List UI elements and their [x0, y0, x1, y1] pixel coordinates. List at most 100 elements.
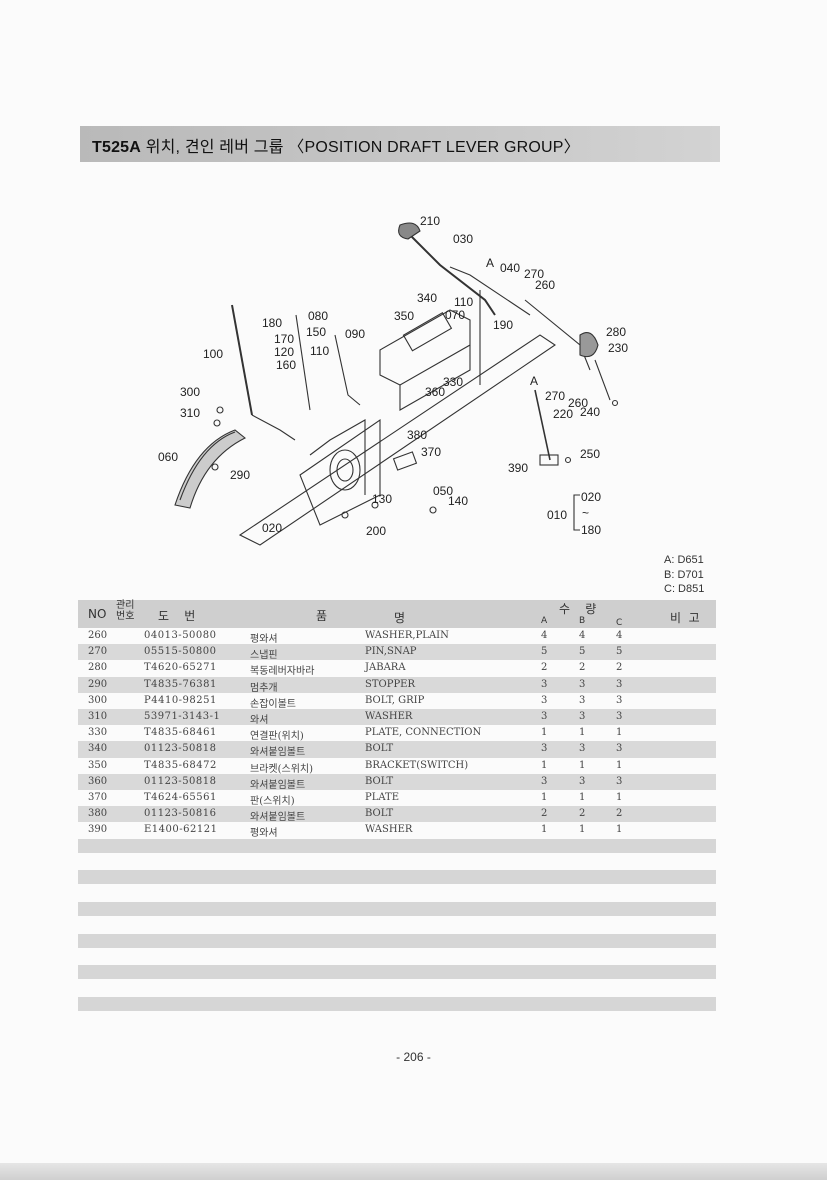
svg-text:030: 030 — [453, 232, 473, 246]
cell-b: 3 — [579, 775, 586, 787]
cell-b: 3 — [579, 743, 586, 755]
header-mgmt: 관리 번호 — [116, 600, 135, 622]
svg-text:270: 270 — [524, 267, 544, 281]
cell-part: T4835-68472 — [144, 759, 217, 771]
empty-row — [78, 902, 716, 916]
svg-text:230: 230 — [608, 341, 628, 355]
header-qb: B — [579, 616, 586, 626]
cell-a: 4 — [541, 630, 548, 641]
page-title: T525A 위치, 견인 레버 그룹 〈POSITION DRAFT LEVER… — [92, 133, 580, 157]
svg-text:100: 100 — [203, 347, 223, 361]
title-text: 위치, 견인 레버 그룹 〈POSITION DRAFT LEVER GROUP… — [145, 139, 580, 156]
legend-item: B: D701 — [664, 568, 704, 581]
cell-no: 260 — [88, 630, 108, 641]
cell-a: 1 — [541, 727, 548, 739]
empty-row — [78, 839, 716, 853]
cell-a: 3 — [541, 694, 548, 706]
svg-text:020: 020 — [262, 521, 282, 535]
cell-en: STOPPER — [365, 678, 416, 690]
cell-c: 1 — [616, 824, 623, 836]
svg-text:A: A — [530, 374, 538, 388]
cell-c: 3 — [616, 743, 623, 755]
cell-b: 1 — [579, 759, 586, 771]
cell-a: 5 — [541, 646, 548, 658]
cell-c: 2 — [616, 808, 623, 820]
header-qa: A — [541, 616, 548, 626]
cell-no: 380 — [88, 808, 108, 820]
page-number: - 206 - — [396, 1050, 431, 1064]
cell-part: T4835-68461 — [144, 727, 217, 739]
header-no: NO — [88, 607, 107, 621]
svg-text:~: ~ — [582, 506, 589, 520]
cell-c: 4 — [616, 630, 623, 641]
cell-part: 01123-50818 — [144, 775, 217, 787]
cell-kr: 와셔 — [250, 714, 269, 726]
cell-no: 300 — [88, 694, 108, 706]
cell-part: T4624-65561 — [144, 791, 217, 803]
title-code: T525A — [92, 139, 142, 156]
svg-text:140: 140 — [448, 494, 468, 508]
cell-no: 270 — [88, 646, 108, 658]
svg-text:240: 240 — [580, 405, 600, 419]
diagram-callouts: 210 030 A 040 270 260 340 110 070 350 19… — [158, 214, 628, 538]
cell-c: 3 — [616, 694, 623, 706]
svg-text:210: 210 — [420, 214, 440, 228]
cell-en: PIN,SNAP — [365, 646, 417, 658]
cell-en: WASHER — [365, 824, 413, 836]
legend-item: C: D851 — [664, 583, 705, 595]
model-legend: A: D651 B: D701 C: D851 — [664, 553, 704, 597]
cell-b: 1 — [579, 727, 586, 739]
svg-text:200: 200 — [366, 524, 386, 538]
cell-kr: 브라켓(스위치) — [250, 763, 314, 775]
cell-no: 360 — [88, 775, 108, 787]
cell-a: 2 — [541, 662, 548, 674]
cell-kr: 손잡이볼트 — [250, 698, 296, 710]
empty-row — [78, 870, 716, 884]
cell-b: 1 — [579, 824, 586, 836]
cell-c: 1 — [616, 727, 623, 739]
cell-part: T4620-65271 — [144, 662, 217, 674]
cell-c: 3 — [616, 678, 623, 690]
svg-text:A: A — [486, 256, 494, 270]
cell-part: 04013-50080 — [144, 630, 217, 641]
cell-kr: 스냅핀 — [250, 650, 278, 662]
table-header: NO 관리 번호 도 번 품 명 수 량 A B C 비 고 — [78, 600, 716, 628]
cell-en: BOLT — [365, 775, 394, 787]
header-name-kr: 품 — [316, 609, 328, 623]
cell-kr: 연결판(위치) — [250, 731, 304, 743]
cell-en: BOLT, GRIP — [365, 694, 425, 706]
cell-kr: 판(스위치) — [250, 795, 295, 807]
cell-part: 05515-50800 — [144, 646, 217, 658]
legend-item: A: D651 — [664, 554, 704, 566]
cell-kr: 와셔붙임볼트 — [250, 747, 306, 759]
svg-text:130: 130 — [372, 492, 392, 506]
header-name-en: 명 — [394, 611, 406, 625]
svg-text:060: 060 — [158, 450, 178, 464]
cell-en: BOLT — [365, 808, 394, 820]
cell-en: JABARA — [365, 662, 406, 674]
cell-kr: 평와셔 — [250, 828, 278, 840]
header-qty: 수 량 — [559, 602, 597, 616]
cell-no: 290 — [88, 678, 108, 690]
empty-row — [78, 934, 716, 948]
cell-kr: 멈추개 — [250, 682, 278, 694]
cell-en: PLATE — [365, 791, 400, 803]
empty-row — [78, 997, 716, 1011]
cell-kr: 와셔붙임볼트 — [250, 812, 306, 824]
parts-table: NO 관리 번호 도 번 품 명 수 량 A B C 비 고 260 04013-… — [78, 600, 716, 840]
cell-c: 5 — [616, 646, 623, 658]
cell-b: 2 — [579, 808, 586, 820]
svg-text:380: 380 — [407, 428, 427, 442]
svg-text:010: 010 — [547, 508, 567, 522]
cell-no: 350 — [88, 759, 108, 771]
cell-part: P4410-98251 — [144, 694, 217, 706]
cell-b: 3 — [579, 710, 586, 722]
svg-text:080: 080 — [308, 309, 328, 323]
svg-text:370: 370 — [421, 445, 441, 459]
